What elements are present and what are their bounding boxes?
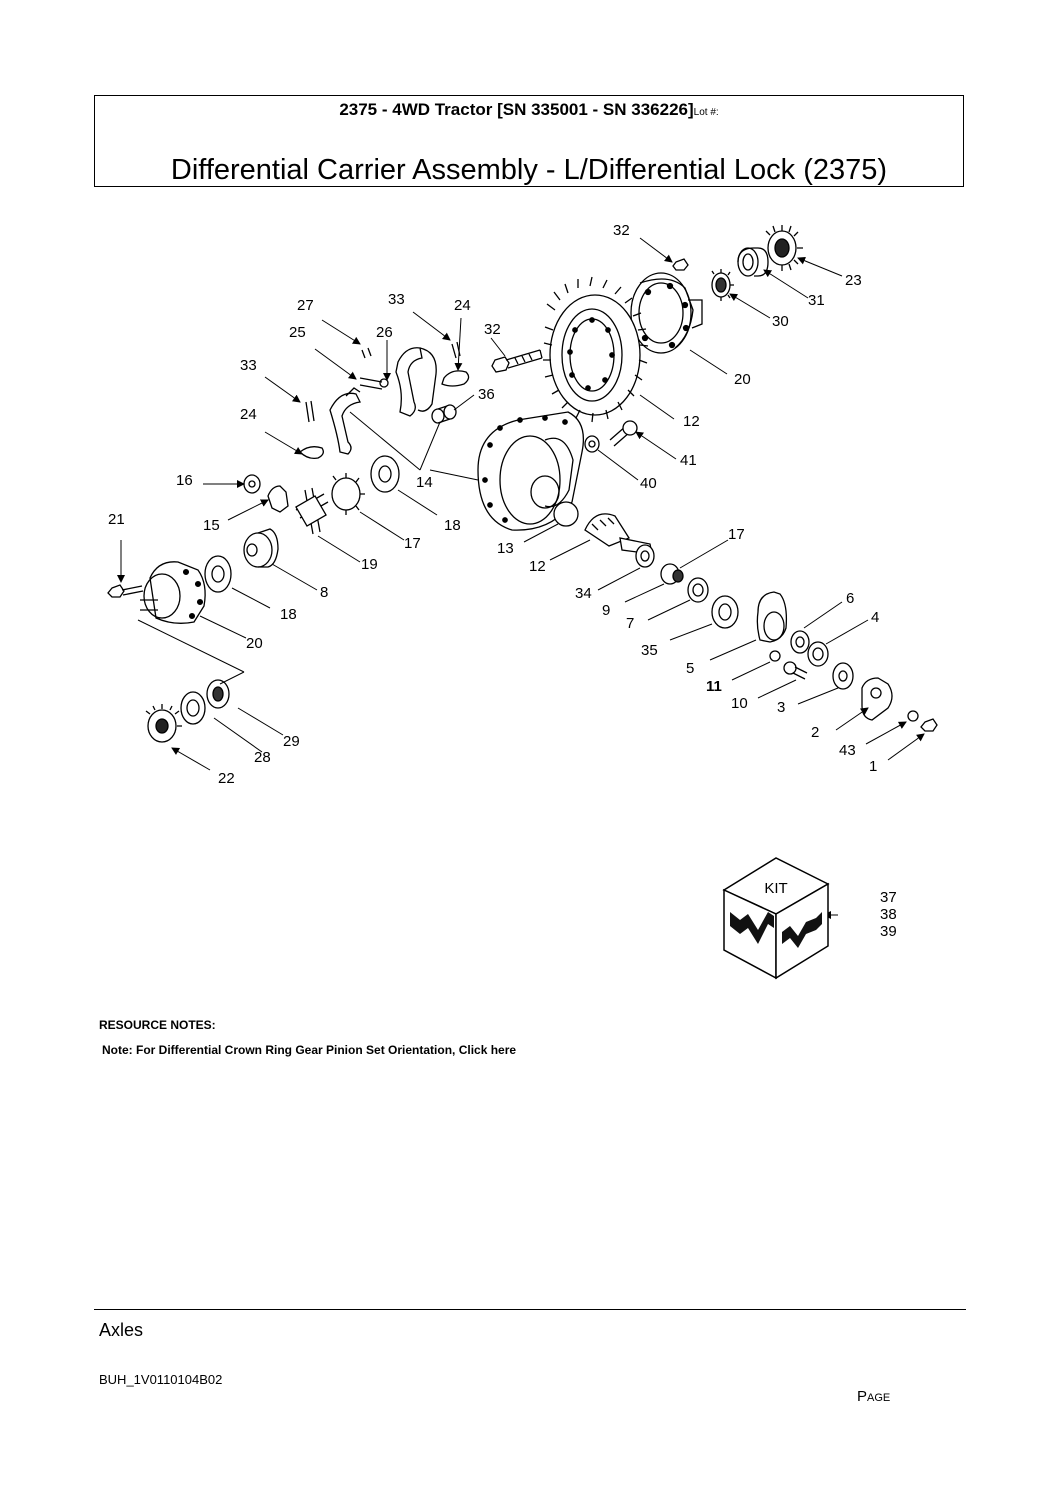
- callout-label[interactable]: 20: [246, 635, 263, 652]
- callout-label[interactable]: 32: [613, 222, 630, 239]
- washer-bolt-part: [584, 420, 638, 453]
- side-gear-parts: [243, 474, 289, 513]
- callout-label[interactable]: 15: [203, 517, 220, 534]
- kit-box-icon: KIT: [722, 857, 830, 980]
- callout-label[interactable]: 24: [454, 297, 471, 314]
- callout-label[interactable]: 19: [361, 556, 378, 573]
- small-bolt-parts: [769, 650, 808, 680]
- differential-case-half-part: [630, 272, 703, 354]
- model-line: 2375 - 4WD Tractor [SN 335001 - SN 33622…: [95, 100, 963, 120]
- callout-label[interactable]: 28: [254, 749, 271, 766]
- pinion-retainer-parts: [711, 591, 829, 667]
- callout-label[interactable]: 3: [777, 699, 785, 716]
- callout-label[interactable]: 43: [839, 742, 856, 759]
- clip-part: [441, 341, 470, 387]
- callout-label[interactable]: 13: [497, 540, 514, 557]
- spacer-part: [553, 501, 579, 527]
- callout-label[interactable]: 22: [218, 770, 235, 787]
- callout-label[interactable]: 5: [686, 660, 694, 677]
- callout-label[interactable]: 40: [640, 475, 657, 492]
- callout-label[interactable]: 35: [641, 642, 658, 659]
- callout-label[interactable]: 9: [602, 602, 610, 619]
- bearing-cone-part: [711, 269, 734, 301]
- section-name: Axles: [99, 1320, 144, 1340]
- callout-label[interactable]: 41: [680, 452, 697, 469]
- nut-part: [672, 258, 689, 271]
- pinion-bearing-parts: [635, 544, 709, 603]
- exploded-parts-diagram: KIT 32 23 31 30 20 27 33 24 32 25 26 36 …: [107, 222, 938, 980]
- lower-side-gear-part: [243, 528, 279, 568]
- bushing-part: [431, 404, 457, 424]
- callout-label[interactable]: 7: [626, 615, 634, 632]
- callout-label[interactable]: 31: [808, 292, 825, 309]
- lower-thrust-washer-part: [204, 555, 232, 593]
- kit-callout-label[interactable]: 38: [880, 906, 897, 923]
- kit-callout-label[interactable]: 37: [880, 889, 897, 906]
- callout-label[interactable]: 25: [289, 324, 306, 341]
- callout-label[interactable]: 27: [297, 297, 314, 314]
- bearing-cage-part: [765, 225, 803, 271]
- callout-label[interactable]: 30: [772, 313, 789, 330]
- carrier-housing-part: [477, 411, 585, 531]
- ring-gear-bolt-part: [491, 349, 543, 373]
- callout-label[interactable]: 26: [376, 324, 393, 341]
- callout-label[interactable]: 12: [683, 413, 700, 430]
- callout-label[interactable]: 18: [280, 606, 297, 623]
- callout-label[interactable]: 14: [416, 474, 433, 491]
- callout-label[interactable]: 18: [444, 517, 461, 534]
- resource-notes-heading: RESOURCE NOTES:: [99, 1018, 216, 1032]
- callout-label[interactable]: 6: [846, 590, 854, 607]
- part-drawings: [107, 225, 938, 743]
- callout-labels: 32 23 31 30 20 27 33 24 32 25 26 36 12 3…: [108, 222, 897, 940]
- footer-divider: [94, 1309, 966, 1310]
- header-box: 2375 - 4WD Tractor [SN 335001 - SN 33622…: [94, 95, 964, 187]
- model-name: 2375 - 4WD Tractor [SN 335001 - SN 33622…: [339, 100, 694, 119]
- lower-bearing-parts: [145, 679, 230, 743]
- fork-half-part: [329, 387, 361, 455]
- callout-label[interactable]: 23: [845, 272, 862, 289]
- document-code: BUH_1V0110104B02: [99, 1372, 223, 1387]
- spider-pinion-parts: [295, 473, 365, 535]
- callout-label[interactable]: 34: [575, 585, 592, 602]
- callout-label[interactable]: 1: [869, 758, 877, 775]
- callout-label[interactable]: 36: [478, 386, 495, 403]
- thrust-washer-part: [370, 455, 400, 493]
- callout-label[interactable]: 20: [734, 371, 751, 388]
- lower-case-half-part: [107, 561, 206, 624]
- page-label: Page: [857, 1388, 891, 1405]
- bearing-cup-part: [737, 247, 769, 277]
- callout-label[interactable]: 17: [728, 526, 745, 543]
- callout-label[interactable]: 4: [871, 609, 879, 626]
- callout-label[interactable]: 33: [240, 357, 257, 374]
- callout-label[interactable]: 2: [811, 724, 819, 741]
- callout-label[interactable]: 10: [731, 695, 748, 712]
- callout-label[interactable]: 33: [388, 291, 405, 308]
- callout-label[interactable]: 29: [283, 733, 300, 750]
- shift-fork-part: [359, 347, 437, 417]
- callout-label[interactable]: 12: [529, 558, 546, 575]
- callout-label[interactable]: 32: [484, 321, 501, 338]
- callout-label[interactable]: 16: [176, 472, 193, 489]
- kit-callout-label[interactable]: 39: [880, 923, 897, 940]
- page-title: Differential Carrier Assembly - L/Differ…: [170, 154, 888, 186]
- crown-ring-gear-part: [543, 276, 649, 423]
- callout-label[interactable]: 17: [404, 535, 421, 552]
- callout-label[interactable]: 11: [706, 678, 722, 695]
- lot-label: Lot #:: [693, 107, 719, 118]
- resource-note-link[interactable]: Note: For Differential Crown Ring Gear P…: [102, 1043, 517, 1057]
- callout-label[interactable]: 8: [320, 584, 328, 601]
- pinion-flange-parts: [832, 662, 938, 732]
- left-pin-part: [299, 400, 324, 460]
- kit-label: KIT: [764, 880, 787, 897]
- leader-lines: [117, 237, 925, 919]
- callout-label[interactable]: 24: [240, 406, 257, 423]
- callout-label[interactable]: 21: [108, 511, 125, 528]
